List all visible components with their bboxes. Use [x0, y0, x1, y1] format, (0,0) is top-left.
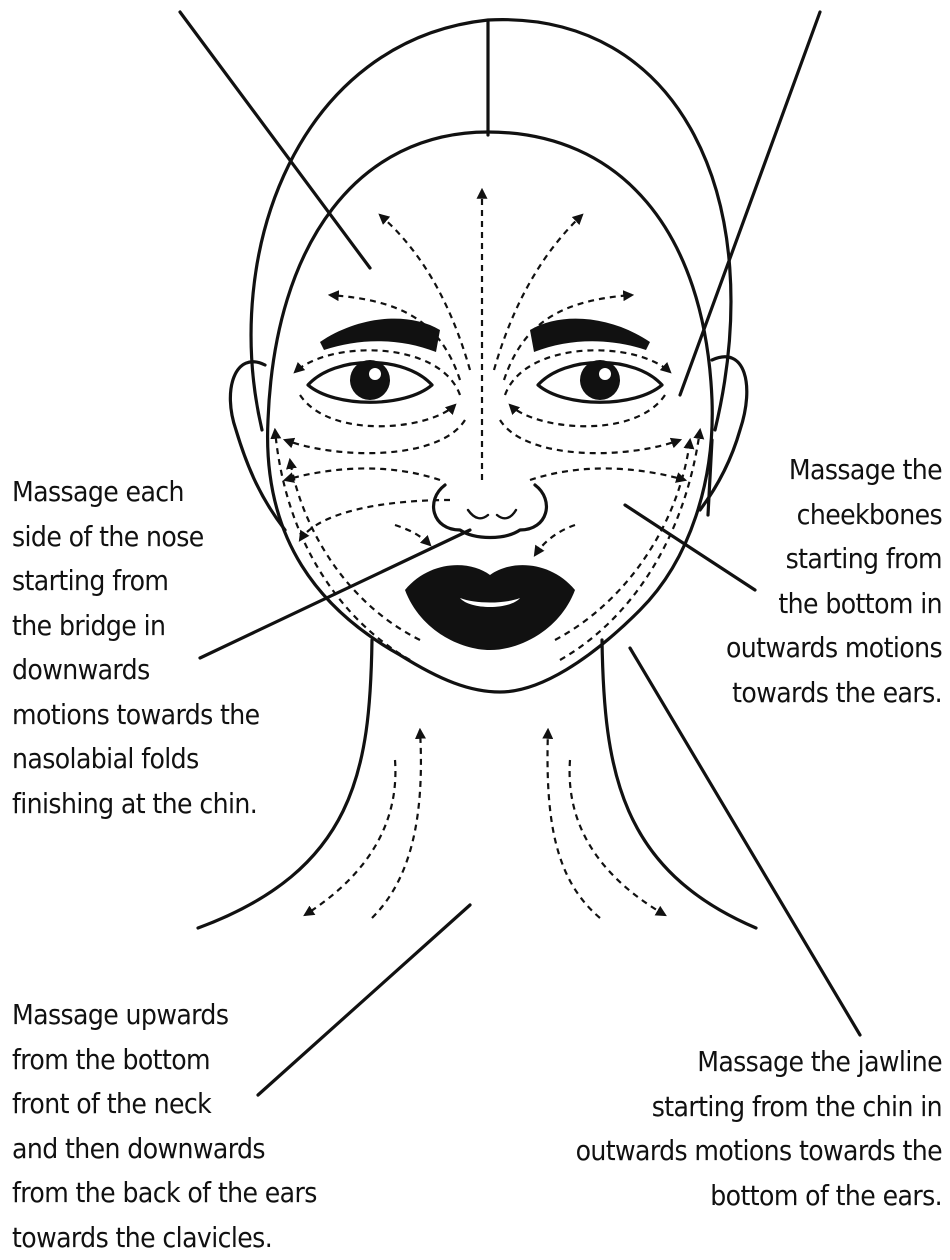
caption-line: the bridge in [12, 604, 260, 649]
caption-line: Massage upwards [12, 993, 317, 1038]
caption-line: from the back of the ears [12, 1171, 317, 1216]
caption-line: outwards motions [726, 626, 942, 671]
caption-line: motions towards the [12, 693, 260, 738]
neck-massage-caption: Massage upwards from the bottom front of… [12, 993, 317, 1260]
caption-line: Massage the jawline [576, 1040, 942, 1085]
hair-outline [251, 20, 731, 430]
neck-outline [198, 640, 756, 928]
caption-line: starting from the chin in [576, 1085, 942, 1130]
lips [405, 565, 575, 650]
caption-line: side of the nose [12, 515, 260, 560]
caption-line: starting from [12, 559, 260, 604]
caption-line: the bottom in [726, 582, 942, 627]
caption-line: starting from [726, 537, 942, 582]
caption-line: Massage each [12, 470, 260, 515]
nose [434, 485, 547, 538]
caption-line: outwards motions towards the [576, 1129, 942, 1174]
caption-line: finishing at the chin. [12, 782, 260, 827]
caption-line: towards the clavicles. [12, 1216, 317, 1260]
caption-line: and then downwards [12, 1127, 317, 1172]
caption-line: Massage the [726, 448, 942, 493]
caption-line: nasolabial folds [12, 737, 260, 782]
caption-line: bottom of the ears. [576, 1174, 942, 1219]
caption-line: from the bottom [12, 1038, 317, 1083]
eyes [308, 360, 662, 402]
caption-line: downwards [12, 648, 260, 693]
nose-massage-caption: Massage each side of the nose starting f… [12, 470, 260, 826]
caption-line: cheekbones [726, 493, 942, 538]
caption-line: towards the ears. [726, 671, 942, 716]
eyebrows [320, 319, 650, 352]
pointer-forehead-right [680, 12, 820, 395]
caption-line: front of the neck [12, 1082, 317, 1127]
jawline-massage-caption: Massage the jawline starting from the ch… [576, 1040, 942, 1218]
cheekbones-massage-caption: Massage the cheekbones starting from the… [726, 448, 942, 715]
pointer-forehead-left [180, 12, 370, 268]
